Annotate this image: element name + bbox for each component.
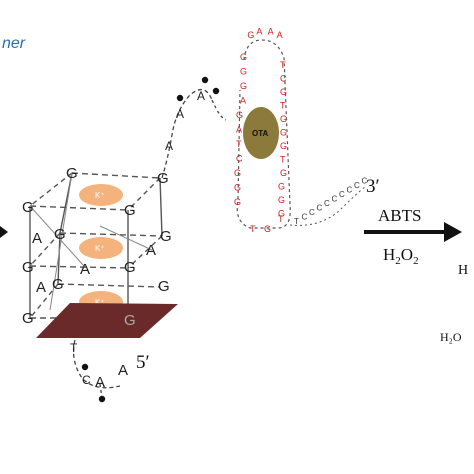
aptamer-base: T xyxy=(278,214,284,224)
base-g: G xyxy=(66,165,78,182)
loop-base-a: A xyxy=(118,362,128,379)
aptamer-base: A xyxy=(268,27,274,37)
loop-base-t: T xyxy=(70,341,78,355)
linker-base-a: A xyxy=(197,89,205,103)
k-ion-label-bottom: K⁺ xyxy=(95,298,105,307)
aptamer-base: G xyxy=(234,183,241,193)
k-ion-label-top: K⁺ xyxy=(95,191,105,200)
left-arrow-fragment xyxy=(0,226,8,238)
aptamer-base: A xyxy=(277,30,283,40)
aptamer-base: G xyxy=(278,209,285,219)
bottom-loop: T C A A xyxy=(70,339,128,403)
aptamer-base: G xyxy=(240,81,247,91)
aptamer-base: T xyxy=(294,217,299,226)
cropped-title-fragment: ner xyxy=(2,35,26,52)
aptamer-base: G xyxy=(280,128,287,138)
five-prime-label: 5′ xyxy=(136,352,150,373)
quadruplex-bases: G G G G G G G G G G G G A A A A xyxy=(22,165,172,329)
aptamer-base: T xyxy=(280,101,286,111)
k-ion-top xyxy=(79,184,123,206)
right-fragment-h2o: H₂O xyxy=(440,330,462,344)
aptamer-base: A xyxy=(256,27,262,37)
aptamer-base: G xyxy=(278,182,285,192)
linker-base-a: A xyxy=(176,107,184,121)
k-ion-middle xyxy=(79,237,123,259)
abts-label: ABTS xyxy=(378,206,421,225)
aptamer-base: G xyxy=(278,195,285,205)
g-quadruplex xyxy=(29,172,163,319)
aptamer-base: T xyxy=(236,139,242,149)
base-a: A xyxy=(80,261,90,278)
aptamer-base: C xyxy=(236,154,243,164)
reaction-arrow-group: ABTS H2O2 H H₂O xyxy=(364,206,468,344)
base-a: A xyxy=(32,230,42,247)
phosphate-dot xyxy=(212,87,220,95)
base-g: G xyxy=(22,259,34,276)
aptamer-base: G xyxy=(280,168,287,178)
aptamer-base: C xyxy=(354,181,360,190)
base-g: G xyxy=(157,170,169,187)
linker-base-a: A xyxy=(165,139,173,153)
aptamer-base: G xyxy=(264,224,271,234)
aptamer-base: G xyxy=(234,168,241,178)
aptamer-base: C xyxy=(324,199,330,208)
phosphate-dot xyxy=(201,76,209,84)
reaction-arrow-head xyxy=(444,222,462,242)
aptamer-base: G xyxy=(240,52,247,62)
aptamer-base: C xyxy=(339,190,345,199)
aptamer-base: T xyxy=(250,224,256,234)
aptamer-base: G xyxy=(280,87,287,97)
base-g: G xyxy=(54,226,66,243)
base-g: G xyxy=(22,199,34,216)
aptamer-base: G xyxy=(247,30,254,40)
base-a: A xyxy=(36,279,46,296)
aptamer-base: G xyxy=(280,114,287,124)
h2o2-label: H2O2 xyxy=(383,245,419,267)
aptamer-base: C xyxy=(317,204,323,213)
ota-molecule xyxy=(243,107,279,159)
base-g: G xyxy=(52,276,64,293)
phosphate-dot xyxy=(98,395,106,403)
ota-label: OTA xyxy=(252,129,269,138)
aptamer-base: A xyxy=(240,96,246,106)
loop-base-a: A xyxy=(95,374,105,391)
base-g: G xyxy=(160,228,172,245)
aptamer-base: C xyxy=(280,74,287,84)
aptamer-base: C xyxy=(302,213,308,222)
aptamer-base: G xyxy=(240,67,247,77)
loop-base-c: C xyxy=(82,373,91,387)
aptamer-base: A xyxy=(236,125,242,135)
base-g: G xyxy=(22,310,34,327)
three-prime-label: 3′ xyxy=(366,176,380,197)
base-g: G xyxy=(158,278,170,295)
phosphate-dot xyxy=(176,94,184,102)
base-g: G xyxy=(124,312,136,329)
aptamer-base: C xyxy=(309,208,315,217)
aptamer-base: G xyxy=(234,197,241,207)
aptamer-base: G xyxy=(236,110,243,120)
aptamer-base: G xyxy=(280,141,287,151)
linker-strand: A A A xyxy=(161,76,227,179)
base-g: G xyxy=(124,202,136,219)
aptamer-base: C xyxy=(332,195,338,204)
aptamer-base: C xyxy=(362,177,368,186)
potassium-ions: K⁺ K⁺ K⁺ xyxy=(79,184,123,313)
aptamer-base: T xyxy=(280,60,286,70)
base-a: A xyxy=(146,242,156,259)
aptamer-base: C xyxy=(347,186,353,195)
k-ion-label-middle: K⁺ xyxy=(95,244,105,253)
phosphate-dot xyxy=(81,363,89,371)
aptamer-base: T xyxy=(280,155,286,165)
base-g: G xyxy=(124,259,136,276)
right-fragment-h: H xyxy=(458,263,468,278)
hemin-plane xyxy=(36,303,178,338)
